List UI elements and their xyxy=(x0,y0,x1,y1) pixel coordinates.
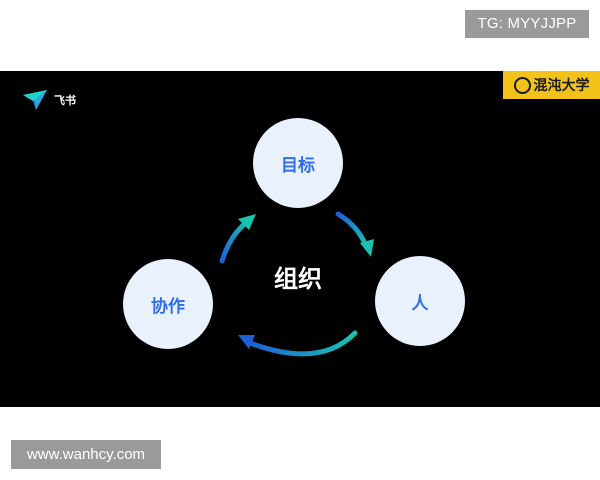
arrowhead-people-to-collab xyxy=(238,335,255,349)
arrow-goal-to-people xyxy=(335,211,369,249)
telegram-watermark: TG: MYYJJPP xyxy=(465,10,589,38)
university-badge-text: 混沌大学 xyxy=(533,78,590,94)
node-collaboration: 协作 xyxy=(123,259,213,349)
feishu-paper-plane-icon xyxy=(23,90,47,110)
website-watermark: www.wanhcy.com xyxy=(11,440,161,469)
arrowhead-collab-to-goal xyxy=(238,214,256,230)
node-collaboration-label: 协作 xyxy=(151,296,185,317)
arrow-collab-to-goal xyxy=(219,218,251,264)
node-goal-label: 目标 xyxy=(281,155,315,176)
node-goal: 目标 xyxy=(253,118,343,208)
node-people-label: 人 xyxy=(411,293,429,314)
cycle-diagram: 目标 人 协作 组织 xyxy=(0,71,600,407)
arrow-people-to-collab xyxy=(247,330,358,357)
center-label-organization: 组织 xyxy=(274,265,322,293)
cycle-arrows xyxy=(219,211,374,357)
arrowhead-goal-to-people xyxy=(360,239,374,257)
slide-frame: 飞书 混沌大学 xyxy=(0,71,600,407)
circle-logo-icon xyxy=(513,76,531,94)
university-badge: 混沌大学 xyxy=(503,71,600,99)
node-people: 人 xyxy=(375,256,465,346)
feishu-logo-text: 飞书 xyxy=(54,94,76,107)
feishu-logo: 飞书 xyxy=(22,89,76,111)
